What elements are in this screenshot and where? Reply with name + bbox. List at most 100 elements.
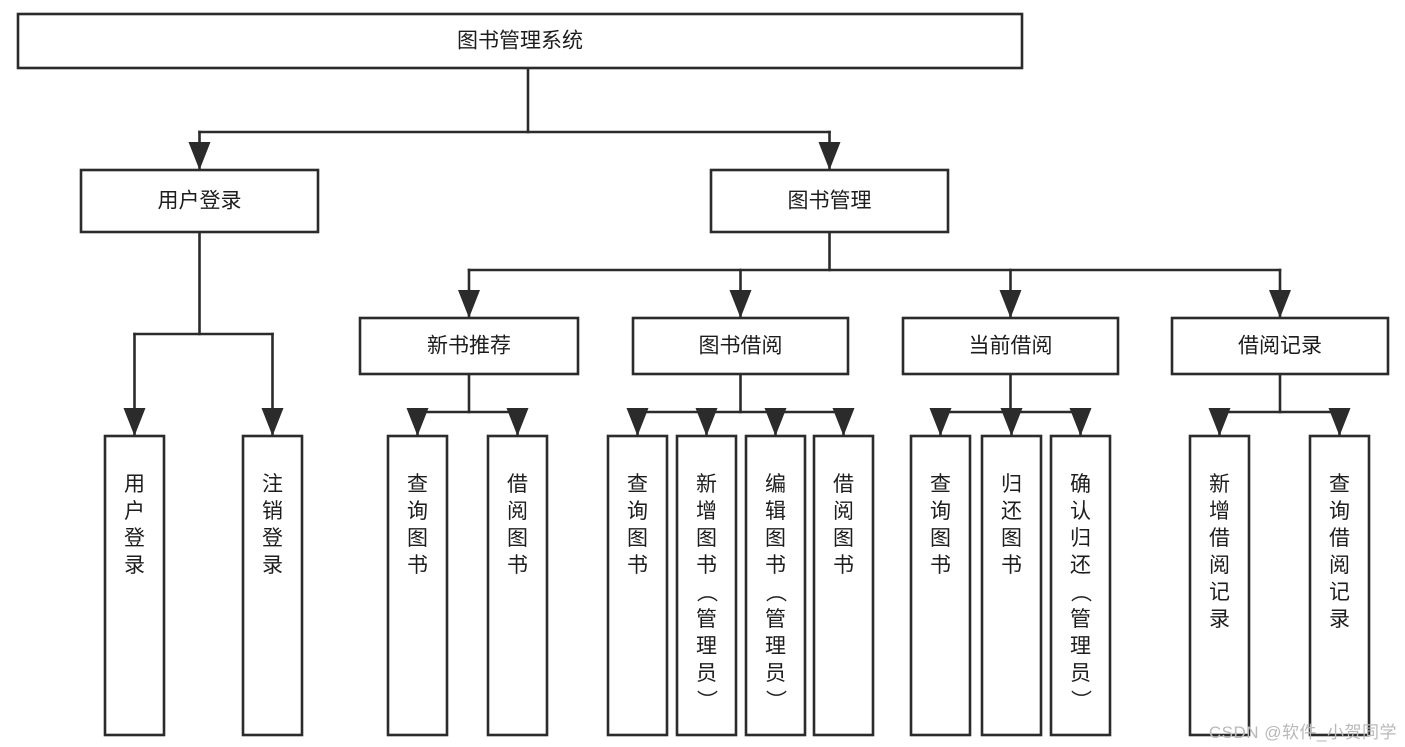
arrow-to-leaf-user-login bbox=[123, 408, 146, 436]
node-label-char-leaf-query-record-0: 查 bbox=[1329, 473, 1350, 496]
node-label-char-leaf-query-book-borrow-1: 询 bbox=[627, 500, 648, 523]
node-label-char-leaf-user-login-3: 录 bbox=[124, 554, 145, 577]
node-label-char-leaf-add-book-4: （ bbox=[695, 582, 718, 603]
node-label-char-leaf-logout-3: 录 bbox=[262, 554, 283, 577]
connector-layer bbox=[123, 66, 1351, 436]
node-label-char-leaf-add-book-6: 理 bbox=[696, 635, 717, 658]
node-label-char-leaf-borrow-book-rec-1: 阅 bbox=[507, 500, 528, 523]
node-current-borrow[interactable]: 当前借阅 bbox=[901, 316, 1120, 376]
node-label-char-leaf-query-record-5: 录 bbox=[1329, 608, 1350, 631]
node-box-leaf-query-book-borrow bbox=[606, 434, 669, 737]
node-box-borrow-record bbox=[1170, 316, 1390, 376]
arrow-to-book-borrow bbox=[729, 290, 752, 318]
node-box-leaf-borrow-book bbox=[812, 434, 875, 737]
node-label-char-leaf-query-book-rec-3: 书 bbox=[407, 554, 428, 577]
node-label-char-leaf-borrow-book-rec-2: 图 bbox=[507, 527, 528, 550]
node-box-user-login bbox=[79, 168, 320, 234]
node-label-char-leaf-confirm-return-1: 认 bbox=[1070, 500, 1091, 523]
node-box-leaf-borrow-book-rec bbox=[486, 434, 549, 737]
node-label-char-leaf-query-record-2: 借 bbox=[1329, 527, 1350, 550]
node-label-char-leaf-edit-book-3: 书 bbox=[765, 554, 786, 577]
node-label-char-leaf-confirm-return-4: （ bbox=[1069, 582, 1092, 603]
node-label-char-leaf-borrow-book-rec-3: 书 bbox=[507, 554, 528, 577]
arrow-to-borrow-record bbox=[1269, 290, 1291, 318]
arrow-to-leaf-logout bbox=[261, 408, 284, 436]
node-label-char-leaf-edit-book-1: 辑 bbox=[765, 500, 786, 523]
node-box-leaf-query-book-rec bbox=[386, 434, 449, 737]
node-box-leaf-add-record bbox=[1188, 434, 1251, 737]
node-label-char-leaf-logout-0: 注 bbox=[262, 473, 283, 496]
node-label-char-leaf-add-book-2: 图 bbox=[696, 527, 717, 550]
node-label-char-leaf-return-book-0: 归 bbox=[1001, 473, 1022, 496]
node-label-char-leaf-logout-1: 销 bbox=[262, 500, 283, 523]
node-label-char-leaf-edit-book-4: （ bbox=[764, 582, 787, 603]
node-label-char-leaf-query-book-current-1: 询 bbox=[930, 500, 951, 523]
node-book-borrow[interactable]: 图书借阅 bbox=[631, 316, 850, 376]
node-book-manage[interactable]: 图书管理 bbox=[709, 168, 950, 234]
node-label-char-leaf-add-book-1: 增 bbox=[696, 500, 717, 523]
arrow-to-leaf-add-record bbox=[1208, 408, 1231, 436]
node-label-char-leaf-query-book-rec-2: 图 bbox=[407, 527, 428, 550]
arrow-to-leaf-query-book-current bbox=[929, 408, 952, 436]
arrow-to-leaf-return-book bbox=[1000, 408, 1023, 436]
arrow-to-leaf-add-book bbox=[695, 408, 718, 436]
node-user-login[interactable]: 用户登录 bbox=[79, 168, 320, 234]
arrow-to-leaf-query-book-rec bbox=[406, 408, 429, 436]
node-label-char-leaf-query-book-borrow-0: 查 bbox=[627, 473, 648, 496]
node-box-leaf-query-book-current bbox=[909, 434, 972, 737]
node-label-borrow-record: 借阅记录 bbox=[1238, 335, 1322, 358]
node-label-user-login: 用户登录 bbox=[158, 190, 242, 213]
node-label-char-leaf-add-record-4: 记 bbox=[1209, 581, 1230, 604]
arrow-to-leaf-confirm-return bbox=[1069, 408, 1092, 436]
node-leaf-user-login[interactable]: 用户登录 bbox=[103, 434, 166, 737]
arrow-to-leaf-borrow-book bbox=[832, 408, 855, 436]
node-label-current-borrow: 当前借阅 bbox=[969, 335, 1053, 358]
node-box-root bbox=[16, 12, 1024, 70]
csdn-watermark: CSDN @软件_小贺同学 bbox=[1208, 723, 1397, 742]
node-label-char-leaf-query-book-borrow-3: 书 bbox=[627, 554, 648, 577]
node-box-new-book-recommend bbox=[358, 316, 580, 376]
node-label-char-leaf-add-record-5: 录 bbox=[1209, 608, 1230, 631]
arrow-to-book-manage bbox=[818, 142, 841, 170]
node-label-char-leaf-confirm-return-3: 还 bbox=[1070, 554, 1091, 577]
node-box-book-manage bbox=[709, 168, 950, 234]
node-new-book-recommend[interactable]: 新书推荐 bbox=[358, 316, 580, 376]
node-label-char-leaf-user-login-1: 户 bbox=[124, 500, 145, 523]
node-root[interactable]: 图书管理系统 bbox=[16, 12, 1024, 70]
node-label-book-borrow: 图书借阅 bbox=[699, 335, 783, 358]
node-label-char-leaf-borrow-book-0: 借 bbox=[833, 473, 854, 496]
node-label-char-leaf-edit-book-0: 编 bbox=[765, 473, 786, 496]
node-box-current-borrow bbox=[901, 316, 1120, 376]
node-label-char-leaf-confirm-return-8: ） bbox=[1069, 690, 1092, 711]
node-label-char-leaf-add-book-7: 员 bbox=[696, 662, 717, 685]
node-label-char-leaf-query-record-1: 询 bbox=[1329, 500, 1350, 523]
node-layer: 图书管理系统用户登录图书管理新书推荐图书借阅当前借阅借阅记录用户登录注销登录查询… bbox=[16, 12, 1390, 737]
node-label-char-leaf-confirm-return-2: 归 bbox=[1070, 527, 1091, 550]
node-label-char-leaf-return-book-2: 图 bbox=[1001, 527, 1022, 550]
node-label-char-leaf-edit-book-8: ） bbox=[764, 690, 787, 711]
node-box-book-borrow bbox=[631, 316, 850, 376]
node-label-char-leaf-query-book-current-0: 查 bbox=[930, 473, 951, 496]
node-label-char-leaf-add-record-2: 借 bbox=[1209, 527, 1230, 550]
node-label-char-leaf-edit-book-6: 理 bbox=[765, 635, 786, 658]
node-borrow-record[interactable]: 借阅记录 bbox=[1170, 316, 1390, 376]
node-label-book-manage: 图书管理 bbox=[788, 190, 872, 213]
node-box-leaf-user-login bbox=[103, 434, 166, 737]
arrow-to-leaf-query-record bbox=[1328, 408, 1351, 436]
node-label-root: 图书管理系统 bbox=[457, 30, 583, 53]
node-label-new-book-recommend: 新书推荐 bbox=[427, 335, 511, 358]
node-label-char-leaf-add-book-5: 管 bbox=[696, 608, 717, 631]
